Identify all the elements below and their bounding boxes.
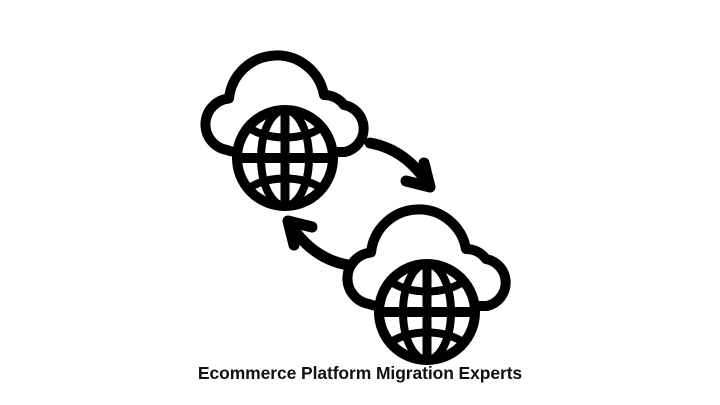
target-cloud-globe-icon <box>347 209 505 360</box>
arrow-target-to-source <box>288 221 348 265</box>
source-cloud-globe-icon <box>205 55 363 206</box>
caption-text: Ecommerce Platform Migration Experts <box>197 363 523 383</box>
arrow-source-to-target <box>370 143 430 187</box>
